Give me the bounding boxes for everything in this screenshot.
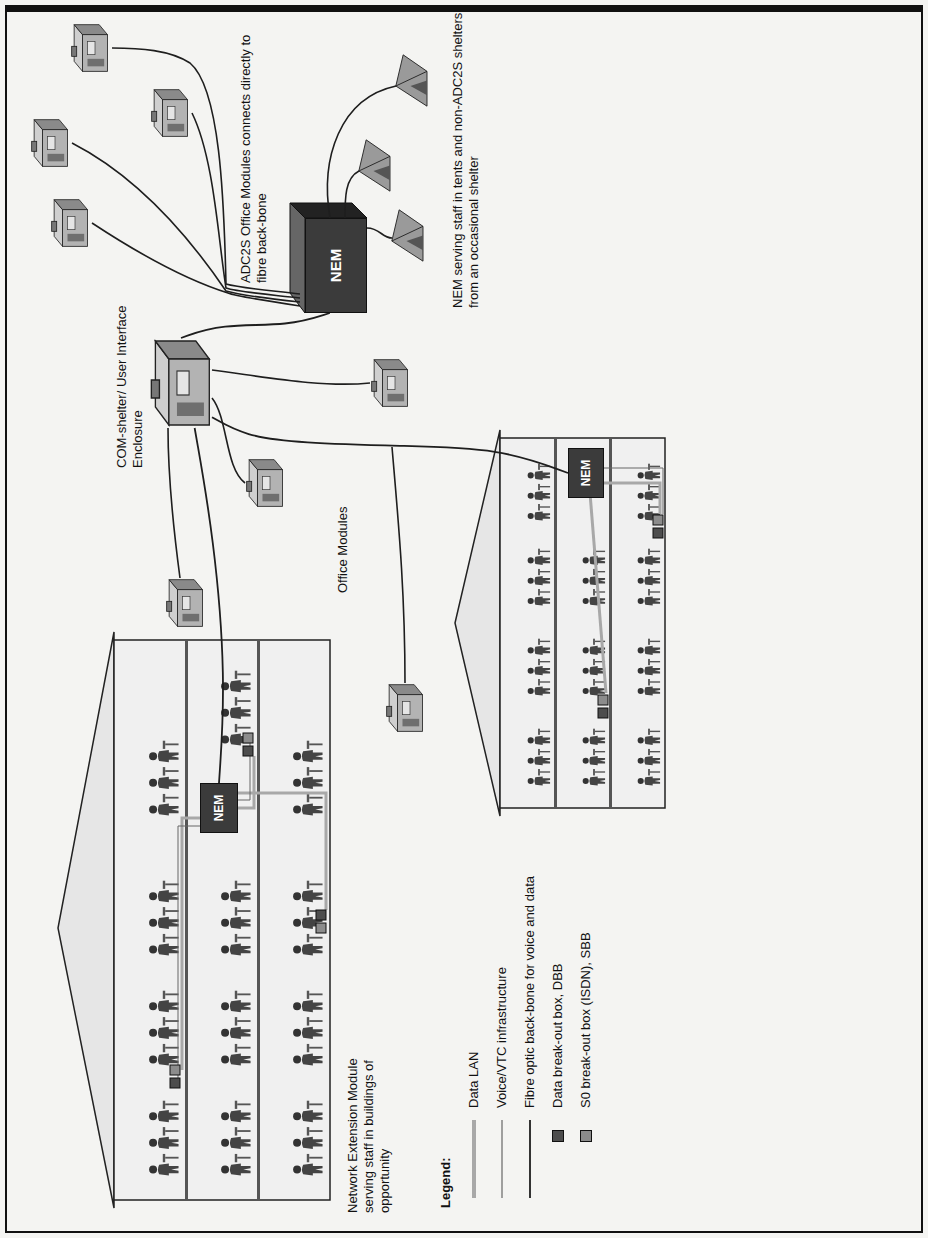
floor-slab (185, 640, 188, 1200)
fibre-line (212, 370, 370, 384)
legend-text: Fibre optic back-bone for voice and data (522, 818, 538, 1108)
dbb-box (170, 1078, 180, 1088)
staff-group (638, 728, 660, 785)
dbb-box (316, 910, 326, 920)
roof (455, 430, 500, 816)
staff-group (221, 990, 250, 1065)
module-name: NEM (579, 460, 593, 487)
staff-group (149, 740, 178, 815)
legend-row: Data LAN (466, 818, 482, 1208)
staff-group (638, 463, 660, 520)
group-label: Office Modules (335, 453, 351, 593)
legend-sample-fibre (529, 1120, 531, 1198)
staff-group (293, 990, 322, 1065)
legend-row: Voice/VTC infrastructure (494, 818, 510, 1208)
office-module (52, 200, 88, 247)
voice-cable (178, 826, 200, 1080)
location-note: Network Extension Module serving staff i… (345, 1043, 393, 1213)
fibre-line (328, 86, 396, 218)
office-module (247, 460, 283, 507)
staff-group (528, 728, 550, 785)
building (58, 632, 330, 1208)
legend-text: Data break-out box, DBB (550, 818, 566, 1108)
floor-slab (554, 438, 557, 808)
module-name: NEM (327, 249, 345, 282)
staff-group (149, 880, 178, 955)
office-module (72, 25, 108, 72)
fibre-line (392, 447, 405, 683)
office-module (32, 120, 68, 167)
lan-cable (238, 793, 326, 910)
legend-text: Voice/VTC infrastructure (494, 818, 510, 1108)
staff-group (221, 880, 250, 955)
staff-group (638, 638, 660, 695)
office-module (167, 580, 203, 627)
staff-group (293, 1100, 322, 1175)
voice-cable (604, 468, 663, 514)
dbb-box (243, 746, 253, 756)
legend-text: S0 break-out box (ISDN), SBB (578, 818, 594, 1108)
nem-box: NEM (568, 448, 604, 498)
sbb-box (243, 733, 253, 743)
lan-cable (182, 818, 200, 1070)
callout-note: NEM serving staff in tents and non-ADC2S… (450, 12, 482, 308)
staff-group (528, 638, 550, 695)
legend-row: Fibre optic back-bone for voice and data (522, 818, 538, 1208)
sbb-box (170, 1065, 180, 1075)
building-wall (500, 438, 665, 808)
legend-title: Legend: (438, 1088, 454, 1208)
staff-group (638, 548, 660, 605)
frame (6, 6, 922, 1232)
staff-group (528, 548, 550, 605)
fibre-line (212, 398, 245, 483)
fibre-link (181, 313, 330, 338)
office-module (387, 685, 423, 732)
legend-text: Data LAN (466, 818, 482, 1108)
floor-slab (609, 438, 612, 808)
legend-swatch (580, 1130, 592, 1142)
lan-cable (590, 493, 606, 693)
container-outline (150, 338, 212, 428)
office-module (152, 90, 188, 137)
building (455, 430, 665, 816)
module-name: NEM (212, 795, 226, 822)
tent (396, 55, 427, 106)
roof (58, 632, 114, 1208)
fibre-line (367, 228, 392, 238)
staff-group (293, 740, 322, 815)
nem-box: NEM (305, 218, 367, 313)
frame-bar (6, 6, 922, 12)
legend-row: S0 break-out box (ISDN), SBB (578, 818, 594, 1208)
nem-box: NEM (200, 783, 238, 833)
lan-cable (604, 483, 660, 514)
dbb-box (653, 528, 663, 538)
fibre-line (168, 428, 180, 578)
legend-row: Data break-out box, DBB (550, 818, 566, 1208)
office-module (372, 360, 408, 407)
fibre-line (112, 48, 300, 294)
legend-sample-voice (501, 1120, 502, 1198)
callout-note: ADC2S Office Modules connects directly t… (238, 21, 270, 283)
staff-group (583, 728, 605, 785)
sbb-box (653, 515, 663, 525)
staff-group (149, 990, 178, 1065)
staff-group (149, 1100, 178, 1175)
legend-swatch (552, 1130, 564, 1142)
shelter-label: COM-shelter/ User Interface Enclosure (114, 288, 146, 468)
staff-group (528, 463, 550, 520)
tent (359, 140, 390, 191)
container-shape (151, 341, 209, 425)
staff-group (221, 1100, 250, 1175)
fibre-line (345, 171, 359, 218)
sbb-box (316, 923, 326, 933)
tent (392, 210, 423, 261)
fibre-link (212, 417, 568, 473)
legend-sample-lan (472, 1120, 476, 1198)
shelter-container: COM-shelter/ User Interface Enclosure (150, 338, 212, 428)
sbb-box (598, 695, 608, 705)
floor-slab (257, 640, 260, 1200)
dbb-box (598, 708, 608, 718)
fibre-link (195, 428, 223, 783)
